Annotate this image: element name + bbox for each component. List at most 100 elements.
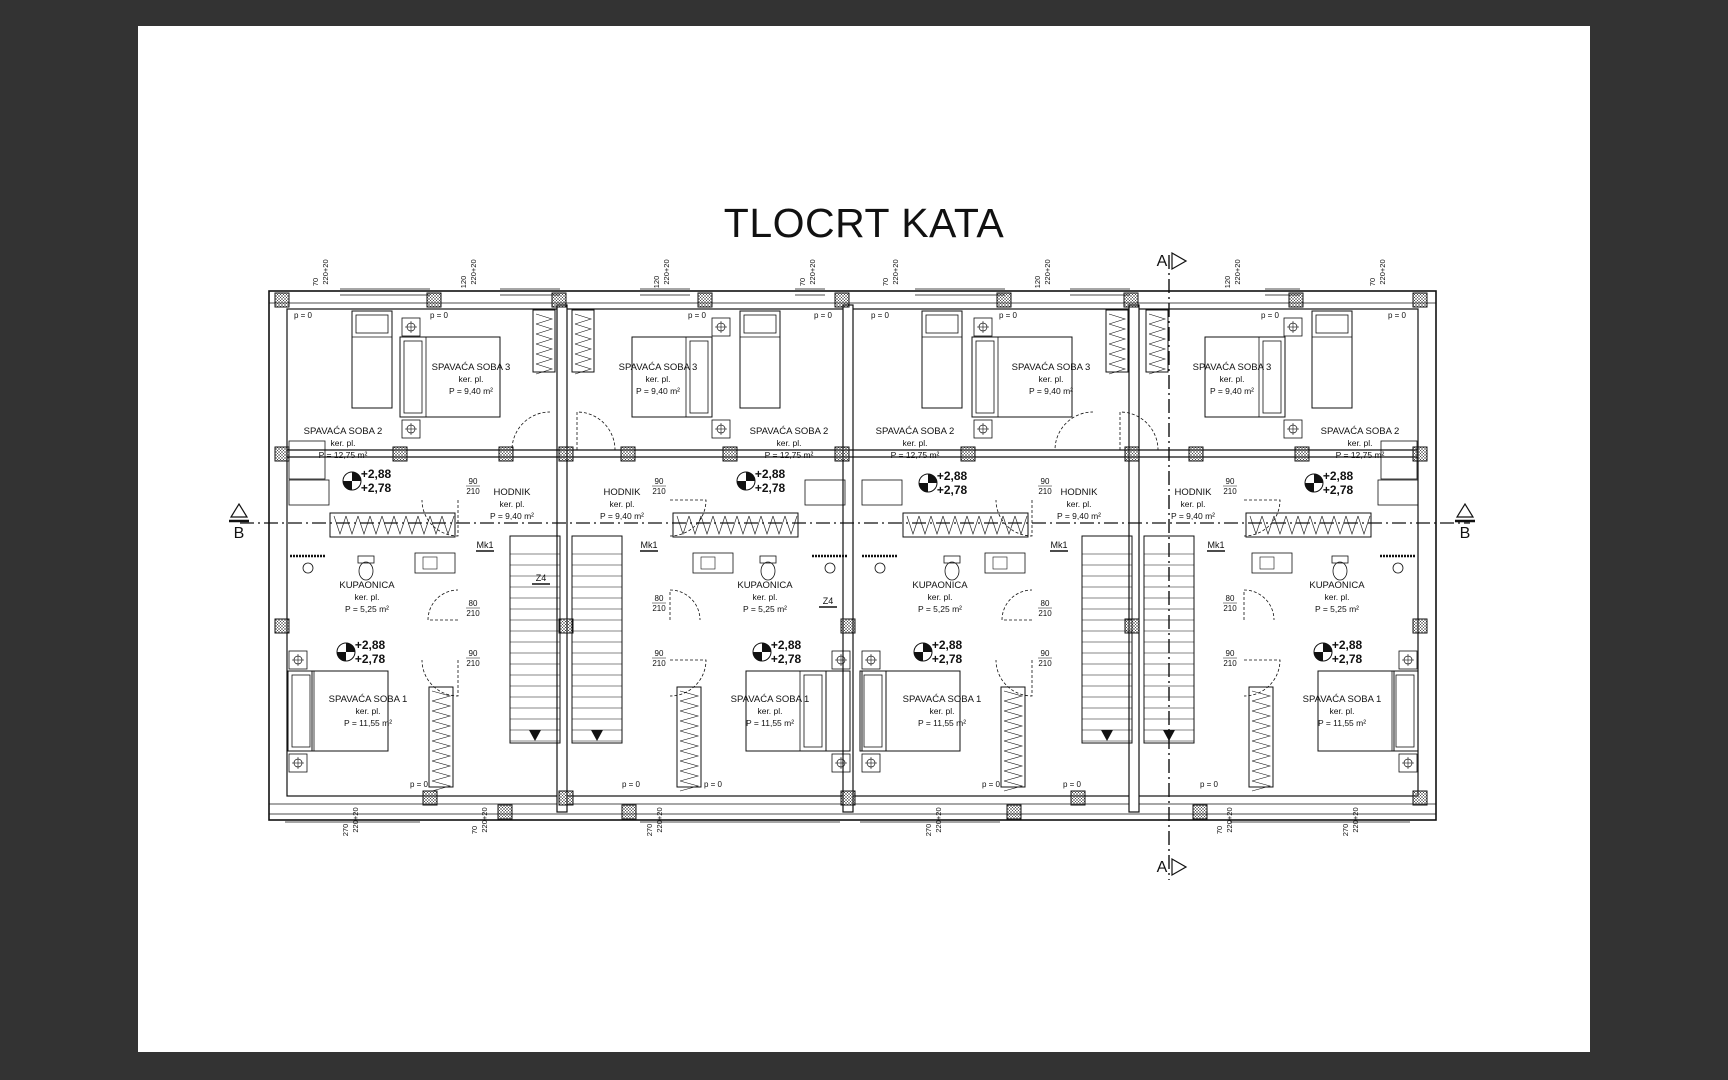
window-width: 120 — [652, 276, 661, 289]
door-width: 80 — [655, 594, 664, 603]
structural-column — [697, 292, 713, 308]
sink — [414, 552, 456, 574]
door-swing — [427, 589, 459, 621]
room-area: P = 11,55 m² — [746, 718, 794, 728]
window-width: 120 — [1223, 276, 1232, 289]
window-height: 220+20 — [1225, 807, 1234, 832]
stair-arrow — [529, 730, 541, 741]
door-swing — [995, 659, 1033, 697]
room-floor-finish: ker. pl. — [458, 374, 483, 384]
element-tag: Z4 — [536, 573, 547, 583]
sill-height: p = 0 — [982, 780, 1001, 789]
room-floor-finish: ker. pl. — [776, 438, 801, 448]
window-width: 270 — [645, 824, 654, 837]
room-area: P = 11,55 m² — [344, 718, 392, 728]
window-height: 220+20 — [351, 807, 360, 832]
bed — [287, 670, 313, 752]
window-width: 70 — [881, 278, 890, 286]
room-floor-finish: ker. pl. — [1347, 438, 1372, 448]
closet-row — [672, 512, 799, 538]
element-tag: Mk1 — [1050, 540, 1067, 550]
room-area: P = 9,40 m² — [600, 511, 644, 521]
room-area: P = 9,40 m² — [636, 386, 680, 396]
door-swing — [1243, 499, 1281, 537]
outer-wall — [268, 290, 1437, 821]
window-height: 220+20 — [1043, 259, 1052, 284]
structural-column — [1288, 292, 1304, 308]
level-lower: +2,78 — [355, 652, 386, 666]
room-name: SPAVAĆA SOBA 1 — [903, 694, 982, 705]
structural-column — [1070, 790, 1086, 806]
window-height: 220+20 — [469, 259, 478, 284]
element-tag: Mk1 — [640, 540, 657, 550]
room-name: SPAVAĆA SOBA 3 — [432, 362, 511, 373]
window-height: 220+20 — [480, 807, 489, 832]
bed — [399, 336, 501, 418]
level-lower: +2,78 — [1323, 483, 1354, 497]
window-height: 220+20 — [662, 259, 671, 284]
structural-column — [621, 804, 637, 820]
room-name: HODNIK — [1061, 487, 1099, 498]
drawing-title: TLOCRT KATA — [723, 200, 1005, 246]
section-label: B — [234, 525, 245, 542]
structural-column — [551, 292, 567, 308]
level-lower: +2,78 — [361, 481, 392, 495]
toilet-tank — [759, 555, 777, 564]
structural-column — [1412, 292, 1428, 308]
room-name: HODNIK — [494, 487, 532, 498]
structural-column — [558, 790, 574, 806]
door-width: 80 — [469, 599, 478, 608]
structural-column — [1294, 446, 1310, 462]
level-upper: +2,88 — [1323, 469, 1354, 483]
sill-height: p = 0 — [1388, 311, 1407, 320]
toilet-tank — [1331, 555, 1349, 564]
door-swing — [669, 499, 707, 537]
door-swing — [669, 589, 701, 621]
structural-column — [1192, 804, 1208, 820]
nightstand — [288, 753, 308, 773]
window-height: 220+20 — [1378, 259, 1387, 284]
structural-column — [497, 804, 513, 820]
bed — [351, 310, 393, 409]
toilet-tank — [943, 555, 961, 564]
toilet-bowl — [944, 561, 960, 581]
bed — [739, 310, 781, 409]
room-area: P = 11,55 m² — [1318, 718, 1366, 728]
structural-column — [426, 292, 442, 308]
door-width: 80 — [1041, 599, 1050, 608]
door-width: 90 — [1041, 477, 1050, 486]
sill-height: p = 0 — [814, 311, 833, 320]
bed — [971, 336, 1073, 418]
level-upper: +2,88 — [937, 469, 968, 483]
room-area: P = 9,40 m² — [490, 511, 534, 521]
room-area: P = 12,75 m² — [765, 450, 814, 460]
room-floor-finish: ker. pl. — [927, 592, 952, 602]
level-lower: +2,78 — [1332, 652, 1363, 666]
door-swing — [1001, 589, 1033, 621]
room-name: SPAVAĆA SOBA 2 — [750, 426, 829, 437]
room-area: P = 12,75 m² — [891, 450, 940, 460]
level-lower: +2,78 — [937, 483, 968, 497]
sill-height: p = 0 — [1261, 311, 1280, 320]
structural-column — [498, 446, 514, 462]
closet-row — [1245, 512, 1372, 538]
sill-height: p = 0 — [1063, 780, 1082, 789]
door-height: 210 — [1223, 659, 1237, 668]
room-floor-finish: ker. pl. — [499, 499, 524, 509]
nightstand — [711, 317, 731, 337]
door-swing — [511, 411, 551, 451]
wardrobe — [532, 309, 556, 373]
plan-geometry — [229, 251, 1475, 880]
cabinet — [861, 479, 903, 506]
window-width: 270 — [1341, 824, 1350, 837]
door-height: 210 — [1038, 609, 1052, 618]
structural-column — [1412, 446, 1428, 462]
level-upper: +2,88 — [771, 638, 802, 652]
door-height: 210 — [1038, 659, 1052, 668]
section-arrow — [1171, 251, 1188, 271]
structural-column — [422, 790, 438, 806]
element-tag: Mk1 — [476, 540, 493, 550]
door-width: 90 — [1226, 649, 1235, 658]
structural-column — [558, 618, 574, 634]
